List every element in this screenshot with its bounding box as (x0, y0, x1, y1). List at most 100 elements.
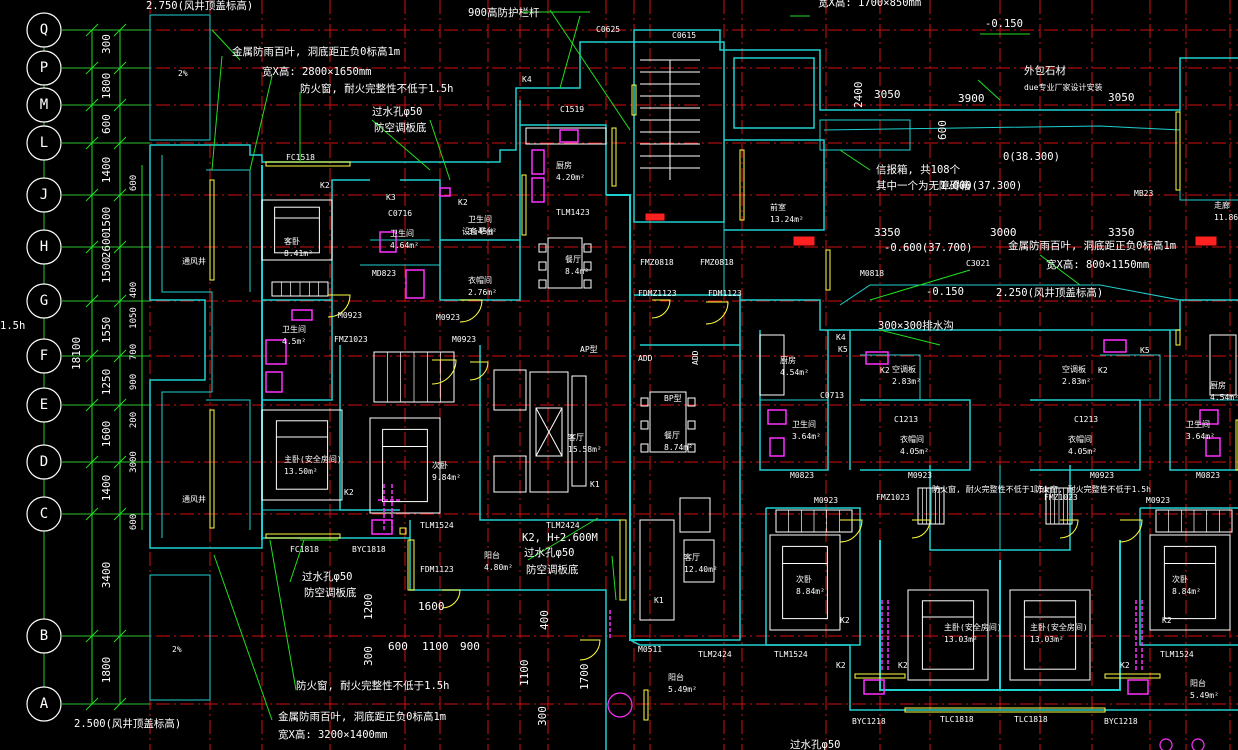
leader (429, 119, 451, 181)
bed-mattress (275, 420, 329, 490)
kitchen-counter (525, 127, 607, 145)
annotation-stone-2: due专业厂家设计安装 (1024, 82, 1102, 92)
leader (249, 75, 273, 171)
room-area: 4.54m² (780, 368, 809, 377)
chair (640, 397, 649, 407)
wardrobe (775, 509, 853, 533)
unit-b-kitchen-2 (1169, 330, 1238, 471)
door-swing (705, 301, 729, 325)
window (611, 127, 617, 187)
annotation-fire-window-1: 防火窗, 耐火完整性不低于1.5h (300, 82, 453, 95)
room-area: 15.58m² (568, 445, 602, 454)
annotation-k2h: K2, H+2.600M (522, 532, 598, 544)
leader (1039, 254, 1081, 286)
element-tag: M0923 (814, 496, 838, 505)
door-swing (327, 294, 351, 318)
unit-type-bp: BP型 (664, 394, 682, 403)
room-name: 卫生间 (792, 419, 816, 429)
annotation-elev-383: 0(38.300) (1003, 151, 1060, 163)
element-tag: C1519 (560, 105, 584, 114)
element-tag: K2 (458, 198, 468, 207)
door-swing (441, 589, 461, 609)
axis-bubble: H (26, 229, 150, 265)
annotation-drain-2: 过水孔φ50 (302, 570, 352, 583)
sanitary-fixture (1205, 437, 1221, 457)
bed-frame (1149, 534, 1231, 631)
dim-tick (113, 398, 127, 412)
wall-a-bath (262, 299, 333, 401)
element-tag: FMZ1023 (876, 493, 910, 502)
drain-circle (607, 692, 633, 718)
annotation-ac-plate-1: 防空调板底 (374, 121, 427, 134)
room-label: 厨房4.54m² (1210, 380, 1238, 402)
corridor-right (1179, 110, 1238, 201)
bed (261, 199, 333, 261)
door-swing (1059, 519, 1079, 539)
dim-left-value: 1400 (100, 157, 113, 184)
dim-tick (85, 23, 99, 37)
coffee-area (529, 371, 569, 493)
airshaft-top (206, 169, 251, 292)
chair (583, 279, 592, 289)
element-tag: FMZ1023 (334, 335, 368, 344)
axis-bubble: L (26, 125, 150, 161)
kitchen-counter (1209, 334, 1237, 396)
element-tag: M0823 (1196, 471, 1220, 480)
annotation-size-2: 宽X高: 800×1150mm (1046, 258, 1149, 271)
dim-1600: 1600 (418, 600, 445, 613)
axis-bubble: C (26, 496, 150, 532)
leader (839, 149, 871, 171)
dim-left-value: 2600 (100, 232, 113, 259)
room-area: 11.86m² (1214, 213, 1238, 222)
annotation-bottom-left: 2.500(风井顶盖标高) (74, 717, 181, 730)
room-label: 通风井 (182, 494, 206, 504)
axis-label: E (40, 397, 48, 413)
coffee-hatch (535, 407, 563, 457)
room-name: 厨房 (1210, 380, 1226, 390)
dim-tick (85, 136, 99, 150)
vent-shaft-bottom (149, 574, 211, 701)
room-label: 次卧8.84m² (1172, 574, 1201, 596)
dim-left-value: 1600 (100, 421, 113, 448)
element-tag: BYC1818 (352, 545, 386, 554)
element-tag: TLM2424 (546, 521, 580, 530)
room-area: 13.03m² (1030, 635, 1064, 644)
dim-total: 18100 (70, 337, 83, 370)
dim-tick (85, 507, 99, 521)
leader (269, 539, 297, 691)
axis-label: A (40, 696, 49, 712)
window (209, 179, 215, 281)
element-tag: K2 (344, 488, 354, 497)
room-name: 前室 (770, 202, 786, 212)
element-tags: C0625C0615K4C1519FC1518K2K3C0716K2TLM142… (286, 25, 1220, 726)
room-label: 餐厅8.4m² (565, 255, 589, 276)
window (619, 519, 627, 601)
axis-bubble: P (26, 50, 150, 86)
element-tag: K1 (654, 596, 664, 605)
dim-left-value: 1500 (100, 207, 113, 234)
window (1175, 329, 1181, 346)
stair-treads (640, 59, 700, 180)
window (904, 707, 1106, 713)
bed-mattress (274, 206, 320, 254)
bed-mattress (782, 545, 828, 620)
sanitary-fixture (1199, 409, 1219, 425)
dim-left-value: 3400 (100, 562, 113, 589)
door-swing (459, 299, 483, 323)
element-tag: K2 (836, 661, 846, 670)
bed (1149, 534, 1231, 631)
element-tag: K2 (1098, 366, 1108, 375)
dim-left-value: 1550 (100, 317, 113, 344)
dim-mid-3: 3350 (1108, 226, 1135, 239)
dim-left-value: 1500 (100, 257, 113, 284)
room-name: 通风井 (182, 494, 206, 504)
element-tag: BYC1218 (1104, 717, 1138, 726)
dim-tick (113, 61, 127, 75)
window (631, 84, 637, 116)
